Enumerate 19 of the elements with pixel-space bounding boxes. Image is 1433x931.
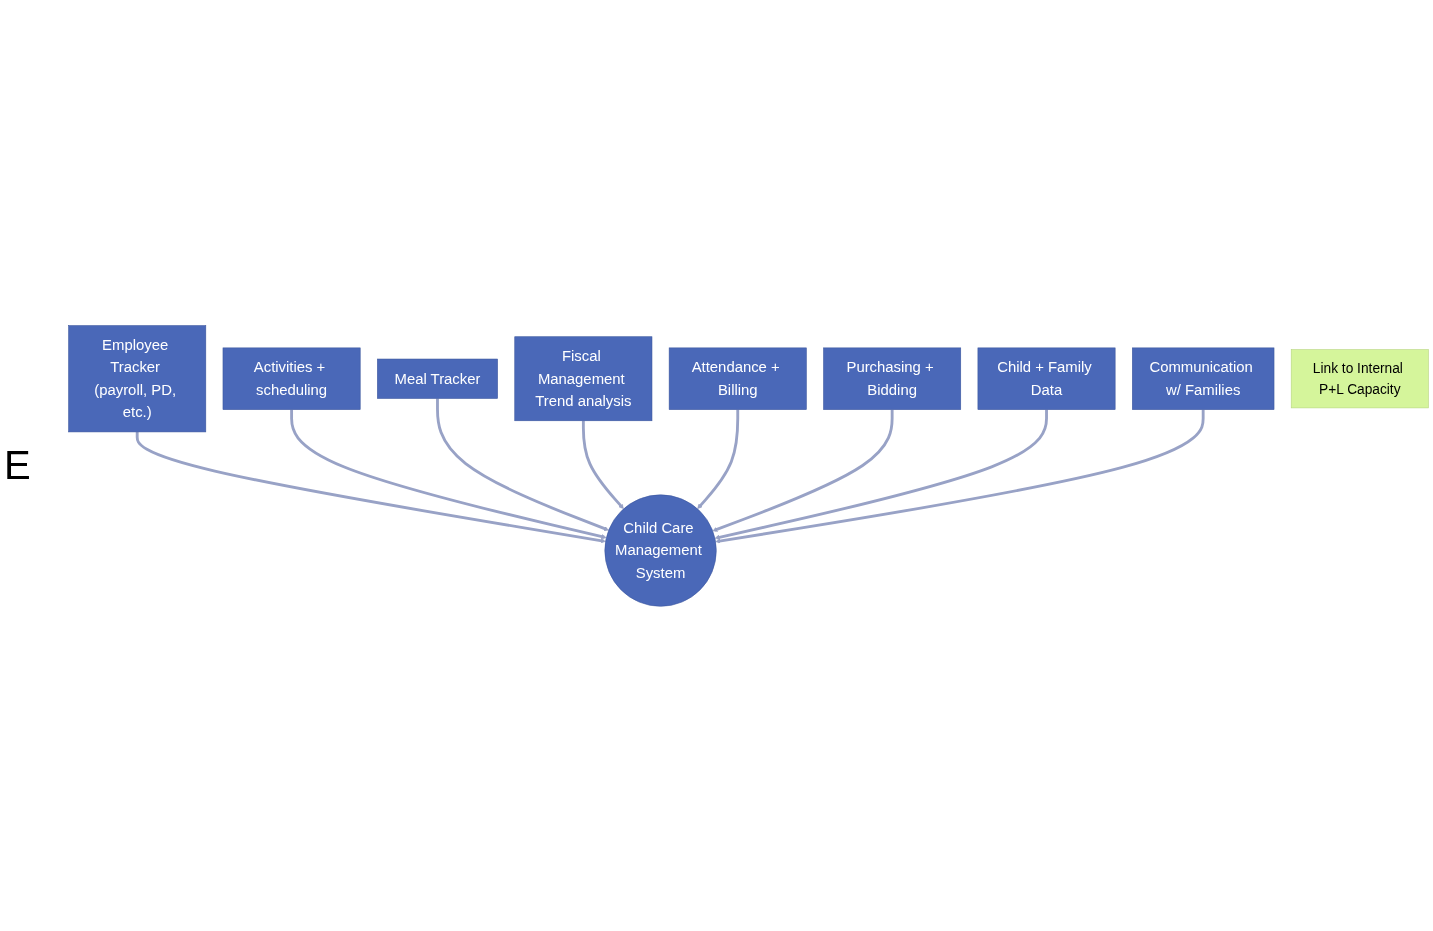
arrow (290, 409, 607, 539)
node-box: Meal Tracker (377, 358, 498, 399)
node-box: Purchasing + Bidding (823, 347, 962, 410)
arrow (712, 409, 894, 532)
node-box: Activities + scheduling (222, 347, 361, 410)
node-box: Link to Internal P+L Capacity (1290, 348, 1429, 408)
arrow (581, 420, 624, 509)
arrow (697, 409, 740, 509)
node-box: Child + Family Data (977, 347, 1116, 410)
node-circle: Child Care Management System (604, 494, 717, 607)
node-box: Fiscal Management Trend analysis (514, 336, 653, 421)
arrow (714, 409, 1048, 540)
node-box: Employee Tracker (payroll, PD, etc.) (68, 324, 207, 432)
arrow (436, 398, 609, 531)
cut-off-text: E (4, 443, 32, 488)
node-box: Communication w/ Families (1132, 347, 1275, 410)
arrow (715, 409, 1205, 544)
node-box: Attendance + Billing (668, 347, 807, 410)
arrow (135, 431, 606, 543)
